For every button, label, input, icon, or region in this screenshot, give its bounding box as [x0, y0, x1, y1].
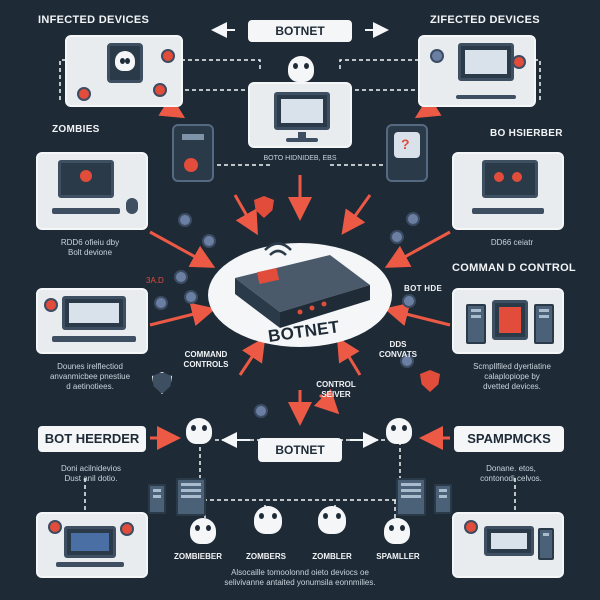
infected-laptop-card: [36, 512, 148, 578]
virus-icon: [466, 522, 476, 532]
lower-right-caption: Donane. etos, contonodi celvos.: [480, 464, 542, 483]
skull-icon: [318, 506, 346, 534]
ddos-left-caption: RDD6 ofieiu dby Bolt devione: [60, 238, 120, 257]
command-controls-label: COMMAND CONTROLS: [183, 350, 229, 369]
server-icon: [176, 478, 206, 516]
bottom-name-4: SPAMLLER: [376, 552, 420, 561]
virus-icon: [404, 296, 414, 306]
virus-icon: [156, 298, 166, 308]
virus-icon: [256, 406, 266, 416]
virus-icon: [514, 57, 524, 67]
bottom-name-1: ZOMBIEBER: [174, 552, 222, 561]
skull-icon: [115, 51, 135, 71]
ddos-right-caption: DD66 ceiatr: [490, 238, 534, 247]
skull-icon: [186, 418, 212, 444]
zombie-computer-card: [36, 152, 148, 230]
bot-hidden-label: BOTO HIDNIDEB, EBS: [263, 155, 337, 162]
right-caption: Scmpllfiled dyertiatine calaplopiope by …: [473, 362, 551, 391]
virus-icon: [155, 85, 165, 95]
virus-icon: [392, 232, 402, 242]
virus-icon: [122, 524, 132, 534]
footer-caption: Alsocaille tomoolonnd oieto deviocs oe s…: [224, 568, 376, 587]
router-device: [235, 242, 370, 328]
server-icon: [148, 484, 166, 514]
infected-devices-card-right: [418, 35, 536, 107]
phone-icon: [432, 51, 442, 61]
virus-icon: [186, 292, 196, 302]
skull-icon: [386, 418, 412, 444]
virus-icon: [408, 214, 418, 224]
bottom-name-3: ZOMBLER: [312, 552, 352, 561]
laptop-card-left: [36, 288, 148, 354]
infected-devices-card-left: [65, 35, 183, 107]
bot-tower-right: ?: [386, 124, 428, 182]
virus-icon: [79, 89, 89, 99]
spampmcks-pill: SPAMPMCKS: [454, 426, 564, 452]
server-icon: [434, 484, 452, 514]
virus-icon: [180, 215, 190, 225]
shield-icon: [420, 370, 440, 392]
bot-heerder-pill: BOT HEERDER: [38, 426, 146, 452]
bot-hde-label: BOT HDE: [404, 284, 443, 293]
virus-icon: [176, 272, 186, 282]
spam-devices-card: [452, 512, 564, 578]
central-computer-card: [248, 82, 352, 148]
skull-icon: [288, 56, 314, 82]
virus-icon: [50, 522, 60, 532]
virus-icon: [46, 300, 56, 310]
side-small-label: 3A.D: [146, 276, 164, 285]
lower-left-caption: Doni acilnidevios Dust anil dotio.: [60, 464, 122, 483]
infected-devices-label: INFECTED DEVICES: [38, 14, 150, 26]
virus-icon: [163, 51, 173, 61]
control-server-label: CONTROL SEIVER: [316, 380, 356, 399]
skull-icon: [190, 518, 216, 544]
keyboard-icon: [456, 95, 516, 99]
virus-icon: [402, 356, 412, 366]
botnet-lower-pill: BOTNET: [258, 438, 342, 462]
mouse-icon: [126, 198, 138, 214]
zombie-computer-card-right: [452, 152, 564, 230]
control-devices-card: [452, 288, 564, 354]
bottom-name-2: ZOMBERS: [246, 552, 286, 561]
keyboard-icon: [52, 208, 120, 214]
virus-icon: [204, 236, 214, 246]
skull-icon: [384, 518, 410, 544]
server-icon: [396, 478, 426, 516]
botnet-title-pill: BOTNET: [248, 20, 352, 42]
skull-icon: [254, 506, 282, 534]
bot-tower-left: [172, 124, 214, 182]
left-caption: Dounes irelflectiod anvanmicbee pnestiue…: [49, 362, 131, 391]
command-control-label: COMMAN D CONTROL: [452, 262, 576, 274]
zombies-label: ZOMBIES: [52, 124, 100, 135]
dds-convats-label: DDS CONVATS: [379, 340, 417, 359]
shield-icon: [254, 196, 274, 218]
bot-hierber-label: BO HSIERBER: [490, 128, 563, 139]
zifected-devices-label: ZIFECTED DEVICES: [430, 14, 540, 26]
